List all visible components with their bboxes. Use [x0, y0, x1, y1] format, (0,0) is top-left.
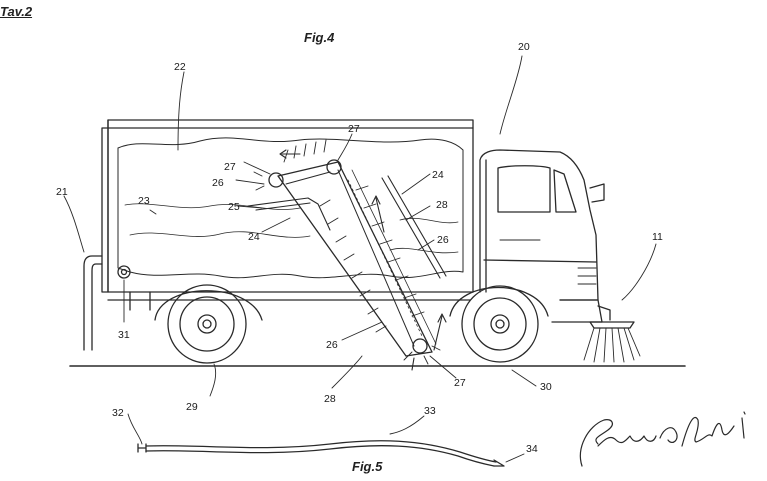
truck-cab — [479, 149, 605, 323]
ref-20: 20 — [518, 41, 530, 53]
ref-33: 33 — [424, 405, 436, 417]
ref-28-low: 28 — [324, 393, 336, 405]
rear-wheel — [154, 284, 263, 364]
ref-25: 25 — [228, 201, 240, 213]
figure-4-title: Fig.4 — [304, 30, 335, 45]
container-body — [101, 119, 474, 311]
ref-27-low: 27 — [454, 377, 466, 389]
sheet-label: Tav.2 — [0, 4, 33, 19]
ref-24-mid: 24 — [248, 231, 260, 243]
outlet-port — [117, 265, 131, 279]
ref-32: 32 — [112, 407, 124, 419]
front-wheel — [449, 285, 549, 363]
waste-mass — [117, 137, 464, 279]
front-brush — [583, 305, 641, 363]
ref-30: 30 — [540, 381, 552, 393]
suction-hose — [137, 440, 505, 467]
ref-31: 31 — [118, 329, 130, 341]
ref-34: 34 — [526, 443, 538, 455]
figure-5-title: Fig.5 — [352, 459, 383, 474]
ref-23: 23 — [138, 195, 150, 207]
ref-27-top: 27 — [348, 123, 360, 135]
ref-29: 29 — [186, 401, 198, 413]
rear-pipe — [83, 255, 103, 351]
ref-24-right: 24 — [432, 169, 444, 181]
ref-28-right: 28 — [436, 199, 448, 211]
conveyor-paddles — [253, 139, 441, 365]
ref-26-left: 26 — [212, 177, 224, 189]
flow-arrows — [279, 149, 447, 371]
ref-22: 22 — [174, 61, 186, 73]
ref-11: 11 — [652, 231, 663, 243]
elevator-conveyor — [268, 159, 437, 357]
leader-lines — [63, 55, 657, 463]
reference-numerals: 20 22 27 27 26 24 28 21 23 25 24 26 11 3… — [56, 41, 663, 455]
ref-27-left: 27 — [224, 161, 236, 173]
guide-plates — [247, 175, 447, 279]
ref-26-low: 26 — [326, 339, 338, 351]
ref-21: 21 — [56, 186, 68, 198]
signature — [579, 411, 746, 467]
ref-26-right: 26 — [437, 234, 449, 246]
